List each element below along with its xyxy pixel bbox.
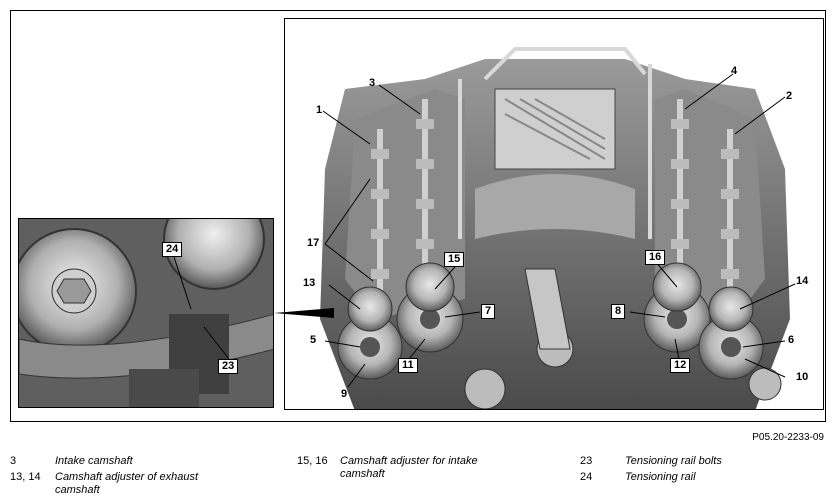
callout-16: 16 xyxy=(645,250,666,265)
callout-9: 9 xyxy=(341,388,348,400)
callout-1: 1 xyxy=(316,104,323,116)
legend-desc: Camshaft adjuster for intake camshaft xyxy=(340,455,478,480)
legend-num: 15, 16 xyxy=(297,455,328,467)
callout-13: 13 xyxy=(303,277,316,289)
legend-desc: Tensioning rail bolts xyxy=(625,455,722,467)
callout-5: 5 xyxy=(310,334,317,346)
callout-23: 23 xyxy=(218,359,239,374)
engine-drawing xyxy=(285,19,823,409)
legend-num: 24 xyxy=(580,471,593,483)
callout-12: 12 xyxy=(670,358,691,373)
legend-desc: Intake camshaft xyxy=(55,455,133,467)
figure-id: P05.20-2233-09 xyxy=(752,432,824,443)
callout-11: 11 xyxy=(398,358,418,373)
legend-column-3: 23 Tensioning rail bolts 24 Tensioning r… xyxy=(580,455,830,500)
legend-desc: Tensioning rail xyxy=(625,471,696,483)
detail-inset-photo xyxy=(18,218,274,408)
callout-10: 10 xyxy=(796,371,809,383)
callout-7: 7 xyxy=(481,304,496,319)
legend-num: 3 xyxy=(10,455,17,467)
legend-num: 23 xyxy=(580,455,593,467)
legend-column-1: 3 Intake camshaft 13, 14 Camshaft adjust… xyxy=(10,455,290,500)
callout-17: 17 xyxy=(307,237,320,249)
callout-4: 4 xyxy=(731,65,738,77)
callout-15: 15 xyxy=(444,252,465,267)
callout-3: 3 xyxy=(369,77,376,89)
inset-drawing xyxy=(19,219,273,407)
callout-8: 8 xyxy=(611,304,626,319)
callout-6: 6 xyxy=(788,334,795,346)
legend-num: 13, 14 xyxy=(10,471,41,483)
callout-2: 2 xyxy=(786,90,793,102)
callout-24: 24 xyxy=(162,242,183,257)
pointer-wedge xyxy=(274,308,334,318)
engine-photo xyxy=(284,18,824,410)
legend-desc: Camshaft adjuster of exhaust camshaft xyxy=(55,471,199,496)
legend-column-2: 15, 16 Camshaft adjuster for intake cams… xyxy=(297,455,557,500)
callout-14: 14 xyxy=(796,275,809,287)
